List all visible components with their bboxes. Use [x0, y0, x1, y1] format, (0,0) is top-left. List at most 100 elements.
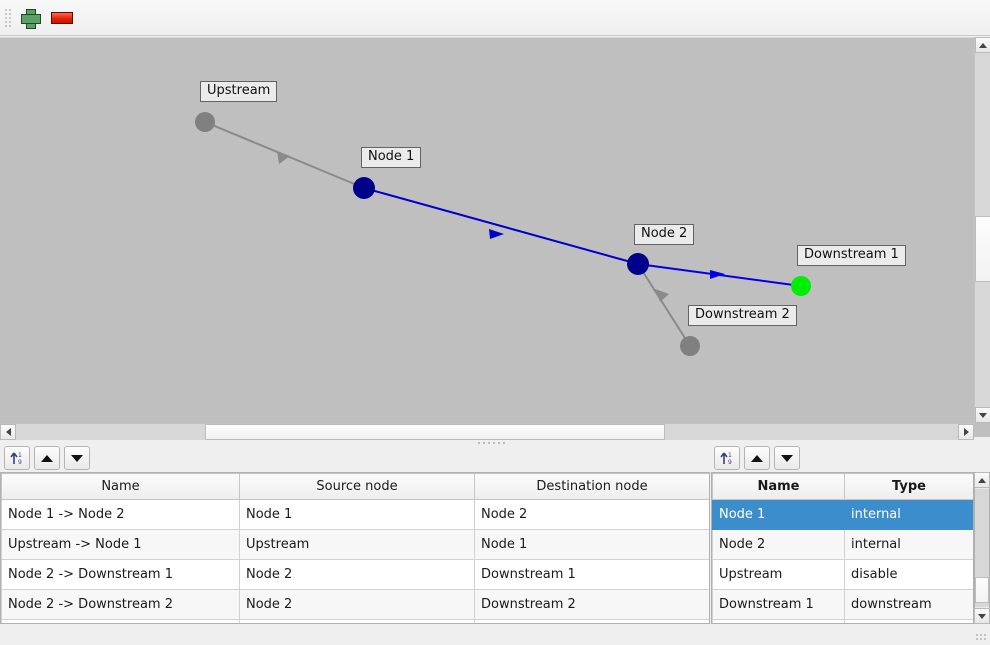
edges-table-container[interactable]: Name Source node Destination node Node 1… — [0, 472, 710, 624]
node-name-cell[interactable]: Upstream — [712, 559, 845, 590]
toolbar-grip[interactable] — [3, 6, 13, 30]
chevron-left-icon — [5, 428, 11, 436]
edge-name-cell[interactable]: Upstream -> Node 1 — [1, 529, 240, 560]
edge-destination-cell[interactable]: Node 1 — [474, 529, 709, 560]
edge-node1-node2 — [363, 187, 639, 265]
splitter-grip[interactable] — [478, 442, 505, 444]
empty-cell — [1, 619, 240, 623]
graph-label-node2[interactable]: Node 2 — [634, 224, 695, 245]
edge-destination-cell[interactable]: Node 2 — [474, 499, 709, 530]
edge-node2-downstream1 — [637, 263, 802, 287]
triangle-down-icon — [781, 454, 793, 462]
chevron-up-icon — [979, 42, 987, 48]
table-row[interactable]: Upstream -> Node 1 Upstream Node 1 — [1, 529, 709, 560]
graph-canvas[interactable]: Upstream Node 1 Node 2 Downstream 1 Down… — [0, 37, 990, 437]
window-resize-grip[interactable] — [975, 629, 987, 641]
table-row-empty[interactable] — [712, 619, 973, 623]
nodes-pane-toolbar: 1 9 — [710, 444, 990, 472]
edge-source-cell[interactable]: Node 2 — [239, 589, 475, 620]
edge-name-cell[interactable]: Node 2 -> Downstream 2 — [1, 589, 240, 620]
svg-text:1: 1 — [18, 452, 22, 459]
graph-svg — [195, 112, 811, 356]
edge-destination-cell[interactable]: Downstream 1 — [474, 559, 709, 590]
node-type-cell[interactable]: internal — [844, 499, 973, 530]
table-row[interactable]: Downstream 1 downstream — [712, 589, 973, 620]
table-row[interactable]: Node 2 internal — [712, 529, 973, 560]
edges-table: Name Source node Destination node Node 1… — [1, 473, 709, 623]
canvas-vertical-scrollbar[interactable] — [974, 37, 990, 423]
edge-upstream-node1 — [204, 121, 365, 189]
sort-order-icon: 1 9 — [720, 452, 732, 466]
node-name-cell[interactable]: Node 2 — [712, 529, 845, 560]
edge-source-cell[interactable]: Node 2 — [239, 559, 475, 590]
table-row[interactable]: Node 2 -> Downstream 1 Node 2 Downstream… — [1, 559, 709, 590]
edges-sort-button[interactable]: 1 9 — [4, 446, 30, 470]
svg-text:9: 9 — [18, 459, 22, 466]
table-row[interactable]: Node 1 -> Node 2 Node 1 Node 2 — [1, 499, 709, 530]
pane-splitter[interactable] — [0, 440, 990, 448]
minus-icon — [51, 11, 73, 24]
triangle-down-icon — [71, 454, 83, 462]
edges-col-source[interactable]: Source node — [239, 473, 475, 500]
nodes-col-type[interactable]: Type — [844, 473, 973, 500]
node-name-cell[interactable]: Node 1 — [712, 499, 845, 530]
hscroll-thumb[interactable] — [205, 424, 665, 440]
edges-col-name[interactable]: Name — [1, 473, 240, 500]
edge-source-cell[interactable]: Node 1 — [239, 499, 475, 530]
node-name-cell[interactable]: Downstream 1 — [712, 589, 845, 620]
nodes-table-header-row: Name Type — [712, 473, 973, 500]
vscroll-thumb[interactable] — [975, 216, 990, 282]
edge-source-cell[interactable]: Upstream — [239, 529, 475, 560]
edge-destination-cell[interactable]: Downstream 2 — [474, 589, 709, 620]
graph-label-downstream1[interactable]: Downstream 1 — [797, 245, 906, 266]
vscroll-up-button[interactable] — [975, 37, 990, 53]
hscroll-right-button[interactable] — [958, 424, 974, 440]
canvas-horizontal-scrollbar[interactable] — [0, 423, 974, 440]
edges-pane: 1 9 — [0, 444, 710, 472]
remove-node-button[interactable] — [47, 3, 77, 33]
nodes-vscroll-up-button[interactable] — [974, 472, 990, 488]
node-type-cell[interactable]: downstream — [844, 589, 973, 620]
vscroll-down-button[interactable] — [975, 407, 990, 423]
edges-table-header-row: Name Source node Destination node — [1, 473, 709, 500]
triangle-up-icon — [41, 454, 53, 462]
nodes-sort-button[interactable]: 1 9 — [714, 446, 740, 470]
status-bar — [0, 626, 990, 645]
edge-name-cell[interactable]: Node 2 -> Downstream 1 — [1, 559, 240, 590]
nodes-move-down-button[interactable] — [774, 446, 800, 470]
nodes-table-container[interactable]: Name Type Node 1 internal Node 2 interna… — [711, 472, 974, 624]
main-toolbar — [0, 0, 990, 36]
empty-cell — [844, 619, 973, 623]
graph-node-upstream — [195, 112, 215, 132]
empty-cell — [474, 619, 709, 623]
add-node-button[interactable] — [15, 3, 45, 33]
edges-move-down-button[interactable] — [64, 446, 90, 470]
edges-table-body: Node 1 -> Node 2 Node 1 Node 2 Upstream … — [1, 499, 709, 623]
edges-move-up-button[interactable] — [34, 446, 60, 470]
edge-name-cell[interactable]: Node 1 -> Node 2 — [1, 499, 240, 530]
nodes-table: Name Type Node 1 internal Node 2 interna… — [712, 473, 973, 623]
nodes-move-up-button[interactable] — [744, 446, 770, 470]
node-type-cell[interactable]: internal — [844, 529, 973, 560]
node-type-cell[interactable]: disable — [844, 559, 973, 590]
nodes-table-vertical-scrollbar[interactable] — [974, 472, 990, 624]
graph-label-node1[interactable]: Node 1 — [361, 147, 422, 168]
hscroll-left-button[interactable] — [0, 424, 16, 440]
nodes-col-name[interactable]: Name — [712, 473, 845, 500]
nodes-vscroll-down-button[interactable] — [974, 608, 990, 624]
table-row[interactable]: Upstream disable — [712, 559, 973, 590]
graph-label-upstream[interactable]: Upstream — [200, 81, 278, 102]
chevron-down-icon — [979, 412, 987, 418]
graph-node-node1 — [353, 177, 375, 199]
triangle-up-icon — [751, 454, 763, 462]
table-row[interactable]: Node 1 internal — [712, 499, 973, 530]
table-row-empty[interactable] — [1, 619, 709, 623]
svg-text:9: 9 — [728, 459, 732, 466]
graph-label-downstream2[interactable]: Downstream 2 — [688, 305, 797, 326]
table-row[interactable]: Node 2 -> Downstream 2 Node 2 Downstream… — [1, 589, 709, 620]
sort-order-icon: 1 9 — [10, 452, 22, 466]
nodes-vscroll-thumb[interactable] — [975, 577, 989, 603]
graph-node-downstream1 — [791, 276, 811, 296]
edges-col-destination[interactable]: Destination node — [474, 473, 709, 500]
